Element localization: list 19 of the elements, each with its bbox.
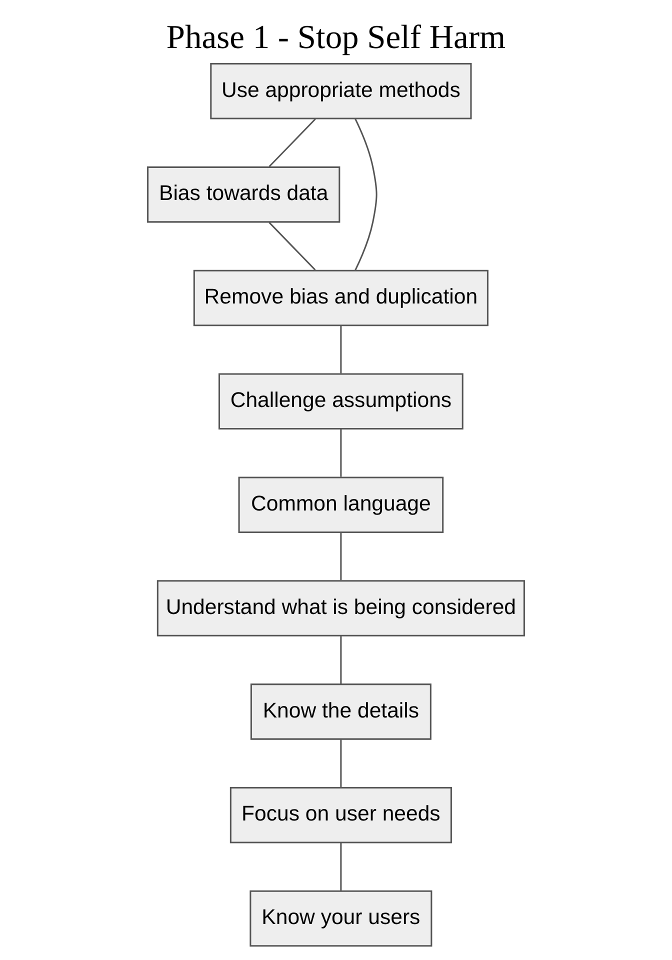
node-box: Use appropriate methods — [210, 62, 472, 119]
connector — [340, 325, 342, 373]
connector — [268, 221, 316, 270]
node-box: Common language — [238, 476, 444, 532]
node-box: Know your users — [250, 890, 432, 946]
node-box: Bias towards data — [147, 166, 340, 222]
connector — [354, 118, 378, 270]
connector — [340, 636, 342, 684]
connector — [340, 842, 342, 890]
connector — [340, 532, 342, 580]
connector — [340, 428, 342, 476]
node-box: Challenge assumptions — [218, 372, 464, 430]
diagram-title: Phase 1 - Stop Self Harm — [166, 18, 506, 56]
node-box: Understand what is being considered — [156, 580, 525, 636]
connector — [340, 739, 342, 787]
node-box: Focus on user needs — [230, 786, 452, 843]
node-box: Remove bias and duplication — [193, 269, 488, 326]
node-box: Know the details — [250, 683, 432, 740]
connector — [268, 118, 316, 167]
